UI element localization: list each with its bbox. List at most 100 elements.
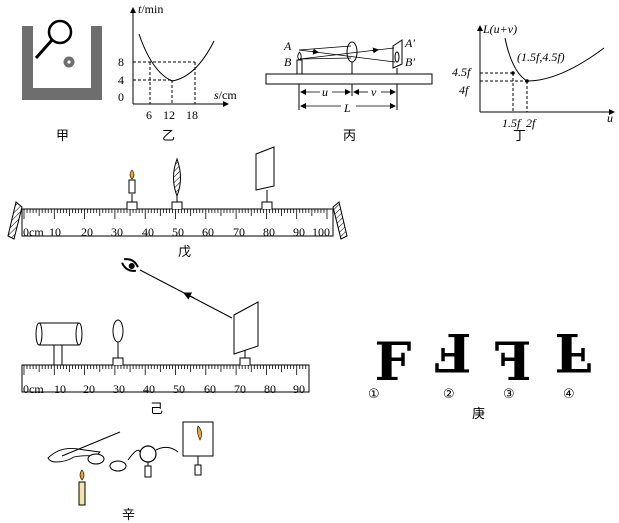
thread: [61, 431, 121, 457]
caption-ding: 丁: [513, 128, 526, 143]
svg-text:60: 60: [204, 382, 216, 396]
candle-holder: [126, 169, 138, 209]
screen-holder: [233, 301, 259, 365]
eye-icon: [121, 258, 139, 272]
x-tick-2f: 2f: [526, 116, 537, 130]
number-4: ④: [563, 387, 575, 402]
panel-jia: 甲: [22, 19, 102, 143]
svg-text:80: 80: [263, 225, 275, 239]
light-source: [35, 322, 83, 366]
magnifier-lens: [139, 445, 157, 463]
caption-wu: 戊: [178, 244, 191, 259]
letter-F-4: F: [555, 321, 592, 382]
x-tick-12: 12: [163, 108, 175, 122]
svg-text:60: 60: [202, 225, 214, 239]
svg-text:40: 40: [143, 382, 155, 396]
letter-F-3: F: [494, 332, 531, 393]
label-B-prime: B′: [405, 55, 415, 69]
ruler-labels: 0cm 10 20 30 40 50 60 70 80 90 100: [23, 225, 330, 239]
y-axis-label: t/min: [138, 2, 163, 16]
candle: [128, 179, 136, 194]
lens-holder: [112, 319, 124, 365]
x-tick-18: 18: [186, 108, 198, 122]
panel-bing: A B A′ B′ u v L 丙: [265, 36, 433, 143]
svg-text:0cm: 0cm: [23, 225, 44, 239]
x-tick-1.5f: 1.5f: [502, 116, 522, 130]
label-A: A: [283, 39, 292, 53]
point-1.5f: [511, 71, 515, 75]
optical-bench: [265, 73, 433, 85]
convex-lens: [173, 157, 181, 198]
label-A-prime: A′: [404, 36, 415, 50]
panel-geng: F F F F ① ② ③ ④ 庚: [368, 321, 592, 421]
ruler-ticks: [23, 209, 328, 219]
candle-flame: [79, 469, 85, 481]
magnifier-handle: [34, 39, 54, 59]
x-axis-label: u: [607, 111, 613, 125]
svg-text:10: 10: [49, 225, 61, 239]
magnifier-lens: [47, 19, 73, 45]
point-label: (1.5f,4.5f): [517, 50, 565, 64]
lens-holder: [171, 157, 183, 209]
label-u: u: [322, 85, 328, 99]
y-tick-8: 8: [118, 55, 124, 69]
candle-flame: [297, 51, 302, 61]
caption-xin: 辛: [122, 507, 135, 522]
right-support: [332, 201, 348, 240]
y-tick-4f: 4f: [459, 83, 470, 97]
number-3: ③: [503, 387, 515, 402]
panel-wu: 0cm 10 20 30 40 50 60 70 80 90 100: [7, 146, 348, 259]
label-v: v: [371, 85, 377, 99]
box-frame: [22, 26, 102, 100]
number-1: ①: [368, 387, 380, 402]
y-tick-4: 4: [118, 73, 124, 87]
y-tick-0: 0: [118, 90, 124, 104]
panel-xin: 辛: [47, 421, 214, 522]
svg-text:70: 70: [234, 382, 246, 396]
candle: [296, 59, 303, 75]
svg-text:30: 30: [111, 225, 123, 239]
letter-F-2: F: [434, 321, 471, 382]
svg-text:90: 90: [293, 225, 305, 239]
caption-jia: 甲: [56, 128, 69, 143]
light-screen: [233, 301, 259, 355]
number-2: ②: [443, 387, 455, 402]
convex-lens: [112, 319, 124, 343]
caption-geng: 庚: [472, 406, 485, 421]
caption-bing: 丙: [343, 128, 356, 143]
point-2f: [525, 79, 529, 83]
caption-yi: 乙: [162, 128, 175, 143]
svg-text:0cm: 0cm: [23, 382, 44, 396]
svg-text:50: 50: [173, 382, 185, 396]
svg-text:30: 30: [113, 382, 125, 396]
lens: [346, 41, 358, 63]
time-curve: [138, 33, 215, 82]
caption-ji: 己: [150, 401, 163, 416]
svg-text:10: 10: [54, 382, 66, 396]
label-B: B: [284, 55, 292, 69]
image-flame: [197, 425, 202, 441]
svg-text:90: 90: [293, 382, 305, 396]
svg-text:20: 20: [83, 382, 95, 396]
svg-text:50: 50: [172, 225, 184, 239]
panel-ji: 0cm 10 20 30 40 50 60 70 80 90: [21, 258, 310, 416]
hand: [47, 447, 101, 463]
letter-F-1: F: [375, 332, 412, 393]
svg-text:70: 70: [233, 225, 245, 239]
ruler-ticks: [23, 365, 307, 375]
y-tick-4.5f: 4.5f: [452, 65, 472, 79]
label-L: L: [343, 101, 351, 115]
screen-holder: [255, 146, 275, 209]
panel-yi: t/min s/cm 8 4 0 6 12 18 乙: [118, 2, 237, 143]
y-axis-label: L(u+v): [482, 22, 517, 36]
candle: [78, 481, 86, 506]
svg-text:80: 80: [264, 382, 276, 396]
x-tick-6: 6: [146, 108, 152, 122]
light-screen: [255, 146, 275, 191]
svg-text:40: 40: [142, 225, 154, 239]
candle-flame: [129, 169, 135, 180]
x-axis-label: s/cm: [214, 88, 237, 102]
left-support: [7, 201, 23, 240]
panel-ding: L(u+v) u 4.5f 4f 1.5f 2f (1.5f,4.5f) 丁: [452, 22, 615, 143]
